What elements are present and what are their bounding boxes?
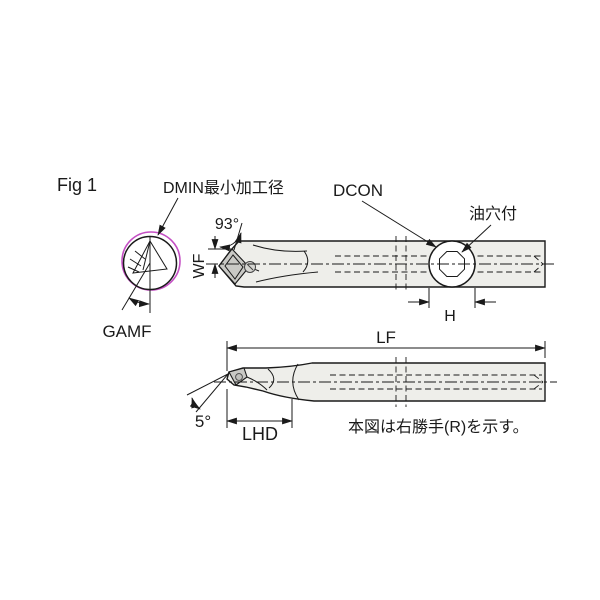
gamf-label: GAMF [102,322,151,341]
end-view: GAMF [102,231,181,341]
oil-hole-leader-line [461,224,492,253]
lead-angle-annotation: 93° [215,216,243,252]
lf-label: LF [376,328,396,347]
h-label: H [444,308,456,325]
dmin-leader-line [157,197,179,236]
oil-hole-label: 油穴付 [469,205,517,223]
side-view [206,236,557,292]
wf-label: WF [191,253,208,278]
lhd-dimension: LHD [226,389,293,444]
hand-note: 本図は右勝手(R)を示す。 [348,418,529,436]
lead-angle-label: 93° [215,216,239,233]
gamf-construction [121,236,151,313]
screw-slot [246,263,254,271]
dcon-leader-line [361,200,437,248]
end-angle-label: 5° [195,412,211,431]
h-dimension: H [408,288,496,325]
insert-side [218,248,250,285]
top-view-details [246,363,544,401]
insert-screw-top [235,373,243,381]
wf-dimension: WF [191,236,231,278]
callouts: DMIN最小加工径 DCON 油穴付 [157,179,517,253]
section-location-lines-lower [395,357,407,407]
lhd-label: LHD [242,424,278,444]
figure-label: Fig 1 [57,175,97,195]
dmin-label: DMIN最小加工径 [163,179,284,197]
lf-dimension: LF [226,328,546,371]
coolant-channel-hidden-lines [335,255,544,273]
top-view [214,357,557,407]
end-angle-annotation: 5° [186,373,229,431]
insert-facet [224,254,244,280]
dcon-label: DCON [333,181,383,200]
